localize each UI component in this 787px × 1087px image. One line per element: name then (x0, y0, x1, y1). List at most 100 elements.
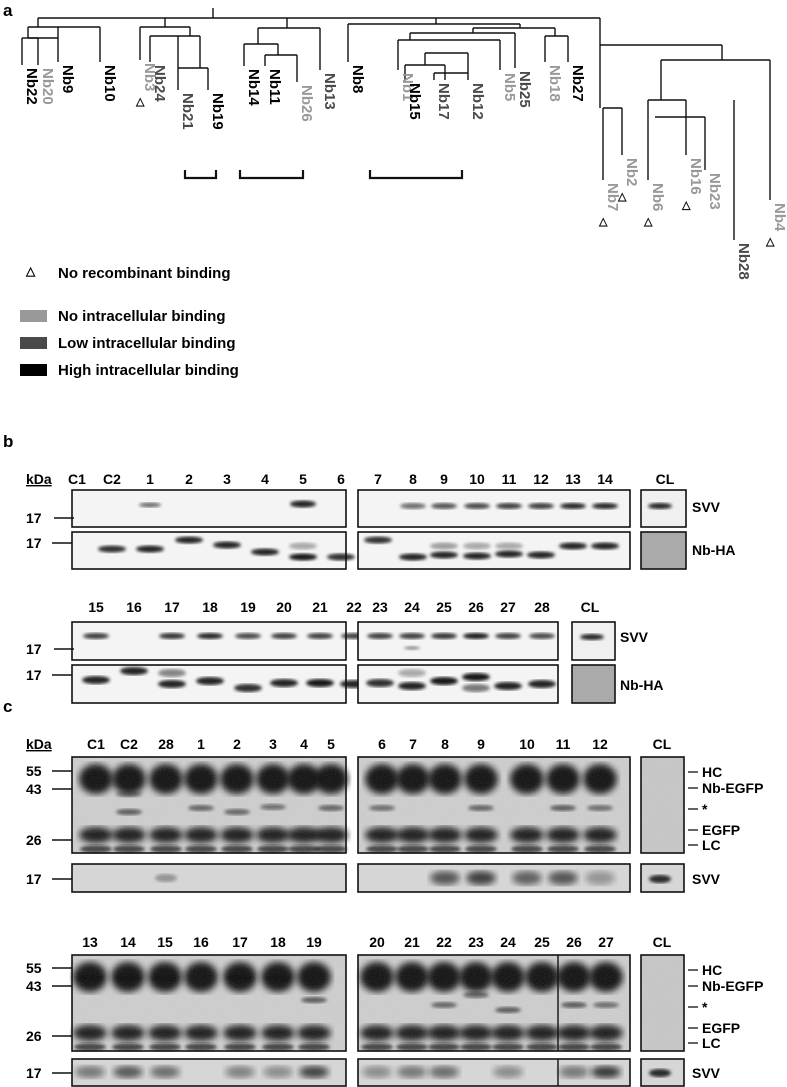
blot-frame (571, 664, 616, 704)
blot-bg (572, 622, 615, 660)
kda-label: kDa (26, 471, 52, 487)
band (494, 682, 522, 690)
leaf-label: Nb24 (151, 65, 168, 102)
leaf-nb2: Nb2△ (617, 158, 640, 203)
c-svv-left-1 (71, 863, 347, 893)
c-lane-14: 14 (120, 934, 136, 950)
band (430, 871, 460, 885)
band (251, 548, 279, 556)
leaf-nb9: Nb9 (59, 65, 76, 93)
band (82, 676, 110, 684)
c-lane-c1: C1 (87, 736, 105, 752)
c-lane-4: 4 (300, 736, 308, 752)
leaf-label: Nb13 (321, 73, 338, 110)
band (263, 1066, 293, 1078)
c-lane-16: 16 (193, 934, 209, 950)
leaf-nb14: Nb14 (245, 69, 262, 106)
bracket-group (183, 170, 464, 180)
b-lane-28: 28 (534, 599, 550, 615)
blot-bg (72, 622, 346, 660)
band (136, 545, 164, 553)
band (580, 634, 604, 640)
c-lane-28: 28 (158, 736, 174, 752)
c-side-4: LC (702, 837, 721, 853)
b-lane-17: 17 (164, 599, 180, 615)
band (327, 553, 355, 561)
leaf-nb26: Nb26 (298, 85, 315, 122)
triangle-icon: △ (25, 264, 36, 278)
band (462, 673, 490, 681)
b-lane-25: 25 (436, 599, 452, 615)
c-lane-9: 9 (477, 736, 485, 752)
b-lane-11: 11 (502, 471, 517, 487)
c-mw-17b: 17 (26, 1065, 42, 1081)
blot-bg (72, 864, 346, 892)
c-svv-right-2 (357, 1058, 631, 1087)
c-lane-19: 19 (306, 934, 322, 950)
band (399, 633, 425, 639)
c-svv-cl-1 (640, 863, 685, 893)
band (367, 633, 393, 639)
c-side-3: EGFP (702, 1020, 740, 1036)
b-lane-6: 6 (337, 471, 345, 487)
band (430, 677, 458, 685)
band (649, 875, 671, 883)
b-svv-cl (640, 489, 687, 528)
leaf-nb16: Nb16△ (681, 158, 704, 211)
band (158, 669, 186, 677)
leaf-label: Nb11 (266, 69, 283, 105)
c-mw-r2-1: 43 (26, 978, 42, 994)
leaf-label: Nb12 (469, 83, 486, 120)
b-svv-label-2: SVV (620, 629, 649, 645)
blot-bg (358, 532, 630, 569)
grain (358, 757, 630, 853)
leaf-nb28: Nb28 (735, 243, 752, 280)
c-side-4: LC (702, 1035, 721, 1051)
band (466, 871, 496, 885)
band (399, 553, 427, 561)
band (139, 502, 161, 508)
band (495, 550, 523, 558)
blot-frame (71, 621, 347, 661)
band (400, 503, 426, 509)
legend-no-intra: No intracellular binding (58, 308, 226, 325)
band (493, 1066, 523, 1078)
band (512, 871, 542, 885)
band (299, 1066, 329, 1078)
band (158, 680, 186, 688)
band (113, 1066, 143, 1078)
blot-frame (71, 863, 347, 893)
leaf-nb11: Nb11 (266, 69, 283, 105)
leaf-label: Nb23 (706, 173, 723, 210)
band (398, 669, 426, 677)
band (527, 551, 555, 559)
no-recombinant-triangle-icon: △ (135, 96, 145, 108)
leaf-nb6: Nb6△ (643, 183, 666, 228)
leaf-label: Nb21 (179, 93, 196, 130)
blot-frame (640, 756, 685, 854)
c-lane-8: 8 (441, 736, 449, 752)
b-lane-22: 22 (346, 599, 362, 615)
grain (358, 955, 630, 1051)
c-side-0: HC (702, 764, 722, 780)
band (649, 1069, 671, 1077)
c-svv-right-1 (357, 863, 631, 893)
b-lane-9: 9 (440, 471, 448, 487)
c-cl-label-2: CL (653, 934, 672, 950)
leaf-label: Nb22 (23, 68, 40, 105)
blot-frame (357, 489, 631, 528)
leaf-nb1: Nb1 (399, 73, 416, 101)
c-lane-c2: C2 (120, 736, 138, 752)
b-cl-label: CL (656, 471, 675, 487)
no-recombinant-triangle-icon: △ (765, 236, 775, 248)
c-lane-2: 2 (233, 736, 241, 752)
c-svv-cl-2 (640, 1058, 685, 1087)
b-lane-24: 24 (404, 599, 420, 615)
b-lane-14: 14 (597, 471, 613, 487)
blot-frame (571, 621, 616, 661)
no-recombinant-triangle-icon: △ (617, 191, 627, 203)
c-svv-label-2: SVV (692, 1065, 721, 1081)
b-lane-1: 1 (146, 471, 154, 487)
band (235, 633, 261, 639)
